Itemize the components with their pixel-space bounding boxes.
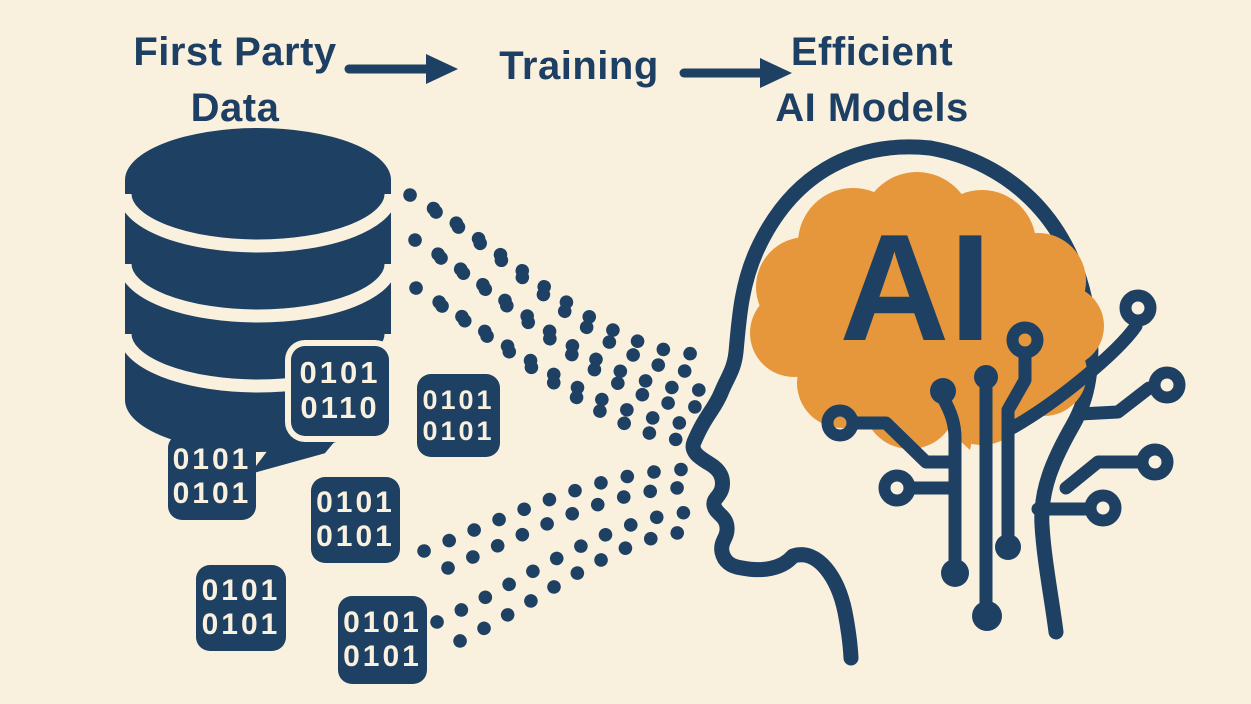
chip-text-line1: 0101	[422, 385, 495, 416]
result-title-line1: Efficient	[790, 30, 954, 74]
source-title-line1: First Party	[133, 30, 337, 74]
head-profile-icon	[685, 139, 1099, 666]
flow-arrow-models-icon	[679, 58, 792, 88]
flow-step-source-title: First Party Data	[124, 24, 346, 136]
binary-chip-icon: 0101 0101	[196, 565, 286, 651]
chip-text-line2: 0101	[316, 520, 395, 553]
chip-text-line2: 0110	[300, 390, 380, 425]
binary-chip-icon: 0101 0101	[417, 374, 500, 457]
flow-step-process-title: Training	[488, 38, 670, 94]
binary-chip-icon: 0101 0101	[338, 596, 427, 684]
circuit-nodes-icon	[821, 289, 1186, 631]
chip-text-line2: 0101	[343, 640, 422, 673]
binary-chip-icon: 0101 0101	[311, 477, 400, 563]
result-title-line2: AI Models	[775, 86, 969, 130]
data-stream-dots-icon	[403, 188, 707, 648]
chip-text-line1: 0101	[343, 606, 422, 640]
source-title-line2: Data	[190, 86, 280, 130]
chip-text-line2: 0101	[172, 477, 252, 510]
chip-text-line1: 0101	[316, 486, 395, 520]
chip-text-line1: 0101	[201, 574, 281, 608]
chip-text-line2: 0101	[422, 415, 495, 446]
flow-arrow-training-icon	[344, 54, 458, 84]
binary-chip-icon: 0101 0110	[291, 346, 389, 436]
chip-text-line2: 0101	[201, 608, 281, 641]
chip-text-line1: 0101	[299, 355, 381, 391]
brain-ai-label: AI	[839, 203, 992, 373]
flow-step-result-title: Efficient AI Models	[772, 24, 972, 136]
chip-text-line1: 0101	[172, 443, 252, 477]
brain-icon	[750, 172, 1104, 450]
process-title-label: Training	[499, 44, 659, 88]
binary-chip-icon: 0101 0101	[168, 434, 256, 520]
